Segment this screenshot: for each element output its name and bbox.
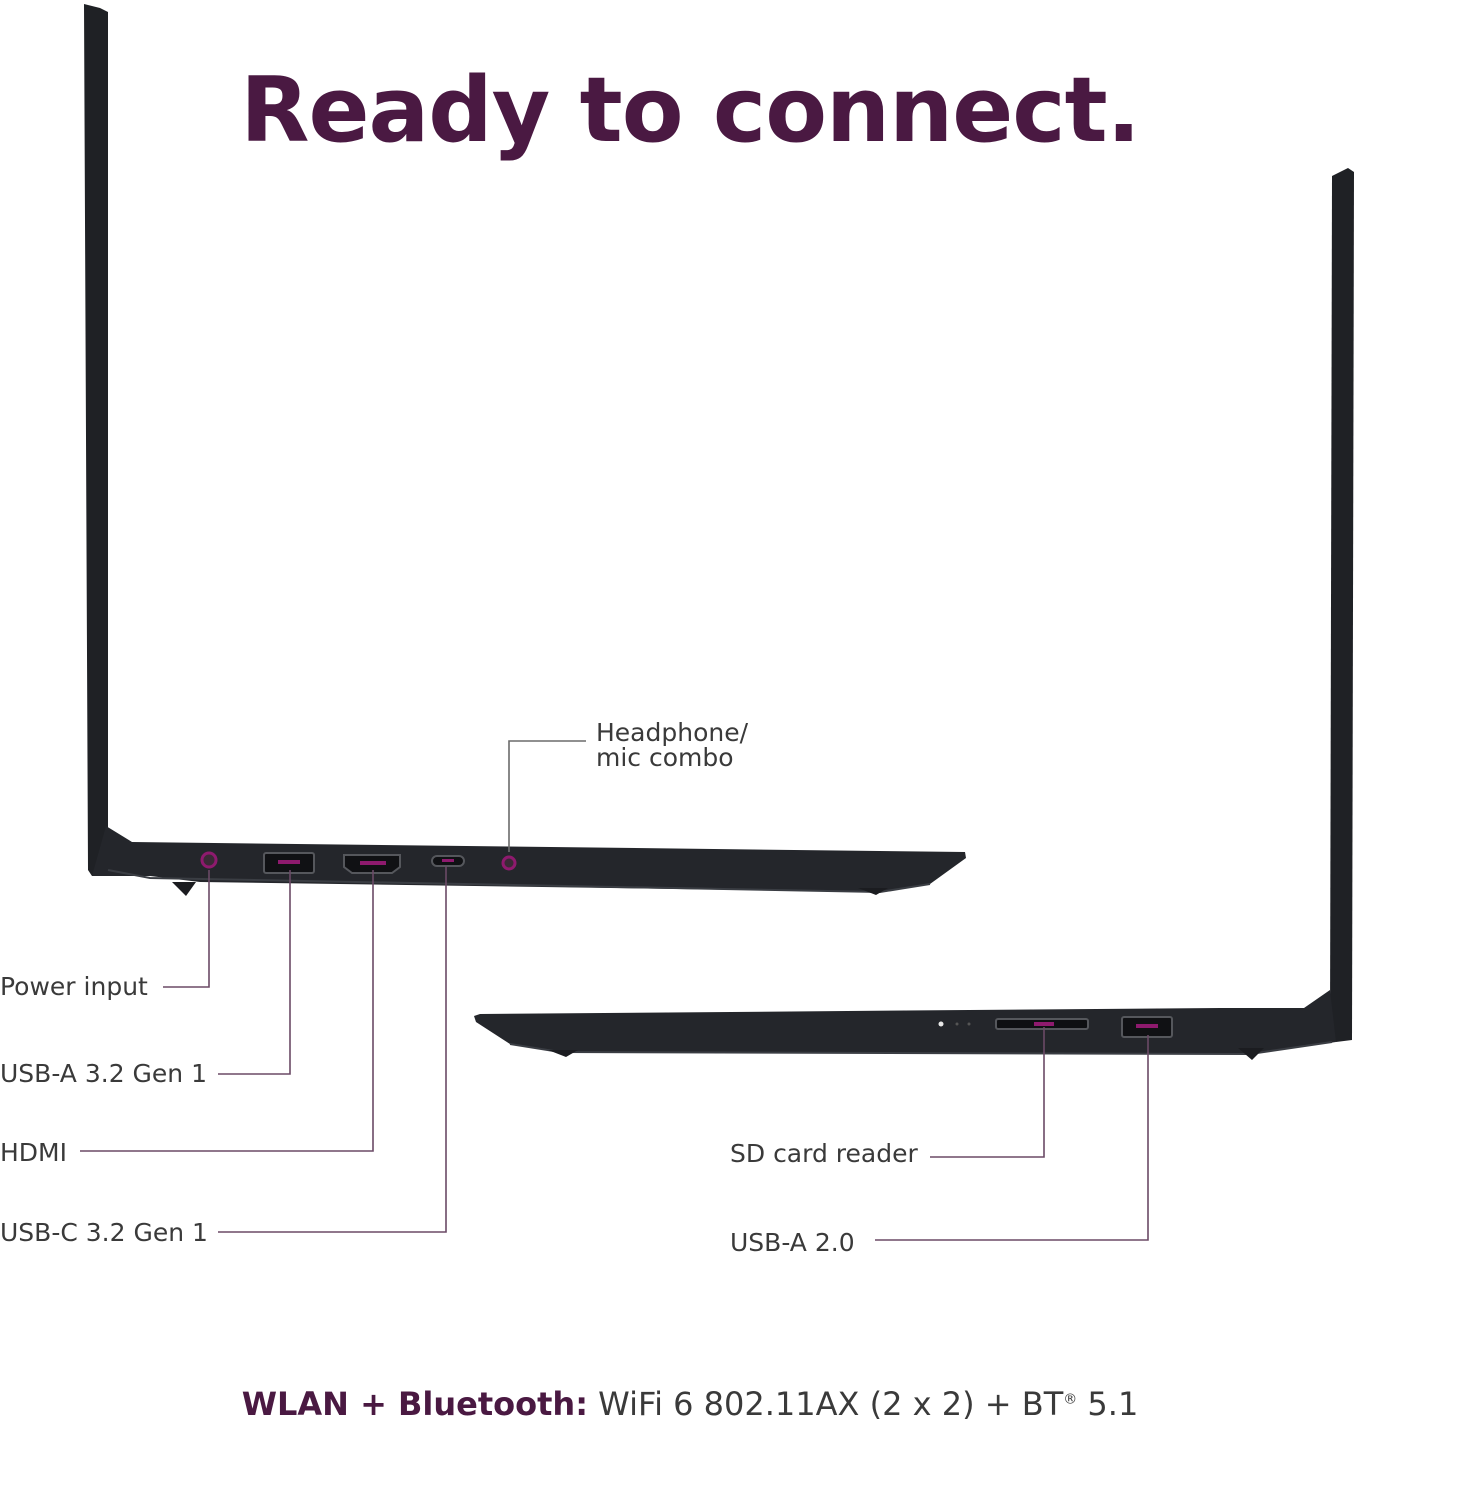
right-laptop-lid	[1330, 168, 1354, 1042]
leader-hdmi	[80, 870, 374, 1152]
label-hdmi: HDMI	[0, 1138, 67, 1167]
leader-sd-card	[930, 1027, 1045, 1158]
power-input-port	[200, 851, 218, 869]
right-laptop-foot-front	[548, 1050, 578, 1057]
leader-lines	[80, 740, 1149, 1241]
leader-usb-c	[218, 866, 447, 1233]
leader-usb-a-3-2	[218, 870, 291, 1075]
status-led	[938, 1021, 944, 1027]
leader-usb-a-2-0	[875, 1035, 1149, 1241]
registered-mark: ®	[1063, 1391, 1078, 1408]
left-laptop-base-edge	[107, 869, 931, 894]
wireless-spec: WLAN + Bluetooth: WiFi 6 802.11AX (2 x 2…	[0, 1385, 1380, 1423]
left-laptop-foot-front	[172, 882, 196, 896]
wireless-spec-version: 5.1	[1077, 1385, 1139, 1423]
label-power-input: Power input	[0, 972, 148, 1001]
leader-headphone	[508, 740, 586, 852]
right-laptop-base-edge	[509, 1041, 1333, 1056]
label-headphone-mic: Headphone/mic combo	[596, 718, 749, 772]
left-laptop-foot-back	[858, 888, 888, 895]
left-laptop-lid	[84, 4, 110, 876]
wireless-spec-key: WLAN + Bluetooth:	[241, 1385, 588, 1423]
label-usb-a-2-0: USB-A 2.0	[730, 1228, 855, 1257]
label-usb-c-3-2: USB-C 3.2 Gen 1	[0, 1218, 208, 1247]
right-laptop-base	[474, 990, 1336, 1054]
left-laptop-base	[92, 826, 966, 892]
leader-power-input	[163, 870, 210, 988]
label-usb-a-3-2: USB-A 3.2 Gen 1	[0, 1059, 207, 1088]
headline: Ready to connect.	[240, 58, 1141, 163]
right-laptop-side-view	[474, 168, 1354, 1060]
right-laptop-foot-back	[1238, 1048, 1264, 1060]
wireless-spec-value: WiFi 6 802.11AX (2 x 2) + BT	[588, 1385, 1064, 1423]
headphone-jack	[501, 855, 517, 871]
label-sd-card-reader: SD card reader	[730, 1139, 918, 1168]
left-laptop-side-view	[84, 4, 966, 896]
